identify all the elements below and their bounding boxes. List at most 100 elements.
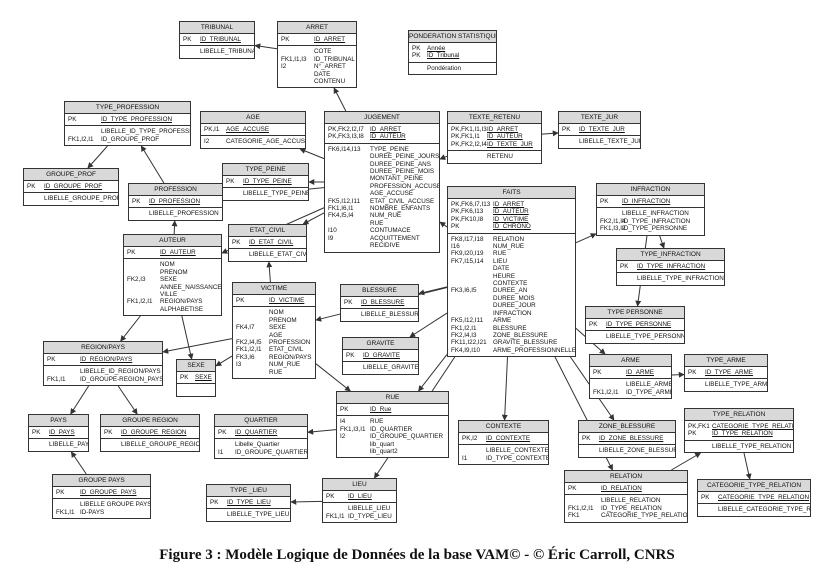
field-name: ID_ARME	[626, 369, 654, 376]
field-name: BLESSURE	[493, 324, 527, 332]
key-label: FK1,I6,I1	[328, 205, 354, 213]
field-name: ID_TRIBUNAL	[200, 36, 241, 43]
key-label	[281, 48, 314, 55]
field-name: LIBELLE_TYPE_ARME	[705, 381, 767, 389]
key-label: PK	[236, 297, 245, 304]
key-label: PK	[281, 36, 290, 43]
field-name: NOM	[269, 309, 284, 317]
table-title: VICTIME	[233, 283, 315, 295]
table-title: TYPE_PROFESSION	[65, 102, 190, 114]
table-title: CONTEXTE	[459, 421, 548, 433]
relationship-line	[290, 498, 323, 505]
key-label: PK	[412, 52, 421, 60]
field-name: PRENOM	[269, 316, 297, 324]
field-name: ID_TYPE_PEINE	[243, 178, 292, 185]
field-name: LIBELLE_ZONE_BLESSURE	[599, 447, 675, 455]
key-column: PK	[29, 429, 49, 436]
key-label: PK	[344, 299, 353, 306]
field-name: DUREE_PEINE_MOIS	[370, 168, 435, 176]
field-name: ID_AUTEUR	[160, 249, 196, 256]
key-column: PK	[323, 493, 348, 500]
key-label: I3	[236, 361, 242, 369]
field-name: LIBELLE_RELATION	[601, 497, 661, 505]
key-label	[226, 190, 243, 197]
table-title: RELATION	[565, 471, 687, 483]
field-name: GRAVITE_BLESSURE	[493, 339, 558, 347]
field-column: ID_REGION/PAYS	[80, 356, 162, 363]
key-label: PK,FK1	[688, 423, 710, 430]
key-label	[127, 269, 160, 276]
key-label: PK	[180, 374, 189, 381]
key-column	[579, 447, 599, 454]
field-name: LIBELLE GROUPE PAYS	[80, 501, 150, 509]
attributes-section: RETENU	[448, 151, 541, 162]
key-column	[409, 65, 427, 72]
key-column: PK	[124, 249, 160, 256]
field-column: LIBELLE_PROFESSION	[149, 210, 222, 217]
field-name: ID_Tribunal	[427, 52, 460, 60]
field-name: N°_ARRET	[314, 63, 346, 71]
key-column: FK1,I1	[323, 505, 348, 520]
field-name: CONTUMACE	[370, 227, 411, 235]
attributes-section: LIBELLE_PROFESSION	[129, 208, 222, 219]
key-label: PK	[593, 369, 602, 376]
key-column	[180, 48, 200, 55]
key-label: FK1,I2,I1	[451, 324, 477, 332]
relationship-line	[215, 355, 233, 367]
key-column: PK	[215, 429, 235, 436]
key-label	[328, 220, 370, 227]
key-label: PK	[582, 435, 591, 442]
field-name: ID_TEXTE_JUR	[579, 126, 625, 133]
field-name: RUE	[493, 250, 507, 258]
field-name: ETAT_CIVIL_ACCUSE	[370, 197, 435, 205]
field-name: TYPE_PEINE	[370, 145, 409, 153]
field-name: LIBELLE_GROUPE_REGION	[121, 441, 199, 449]
key-label: FK1,I2,I1	[568, 504, 594, 512]
key-label	[328, 183, 370, 190]
key-column: PK	[579, 435, 599, 442]
field-name: SEXE	[269, 324, 286, 332]
attributes-section: LIBELLE_TYPE_ARME	[685, 379, 767, 390]
attributes-section: LIBELLE_BLESSURE	[341, 309, 418, 320]
table-title: RUE	[337, 392, 448, 404]
field-name: CATEGORIE_TYPE_RELATION	[601, 512, 687, 520]
field-name: DUREE_PEINE_JOURS	[370, 153, 439, 161]
key-label: PK,FK10,I8	[451, 215, 484, 223]
key-label: I2	[204, 138, 210, 146]
field-name: LIBELLE_TYPE_PERSONNE	[606, 333, 684, 341]
attributes-section	[177, 384, 215, 395]
key-label	[236, 309, 269, 316]
field-name: ID_INFRACTION	[622, 198, 671, 205]
key-label: PK,FK2,I2,I7	[328, 126, 364, 133]
key-label: FK5,I12,I11	[328, 197, 361, 205]
key-column	[129, 210, 149, 217]
field-column: CATEGORIE_TYPE_RELATION	[718, 494, 810, 501]
field-name: ID_AUTEUR	[487, 133, 523, 141]
field-column: ID_PAYS	[49, 429, 88, 436]
key-column	[698, 506, 718, 513]
key-label: PK	[104, 429, 113, 436]
field-column: ID_VICTIME	[269, 297, 315, 304]
key-label: PK,I2	[462, 435, 478, 442]
key-label	[344, 311, 361, 318]
key-label	[600, 210, 622, 217]
field-name: LIBELLE_GRAVITE	[363, 364, 418, 372]
key-column: PK	[229, 239, 249, 246]
